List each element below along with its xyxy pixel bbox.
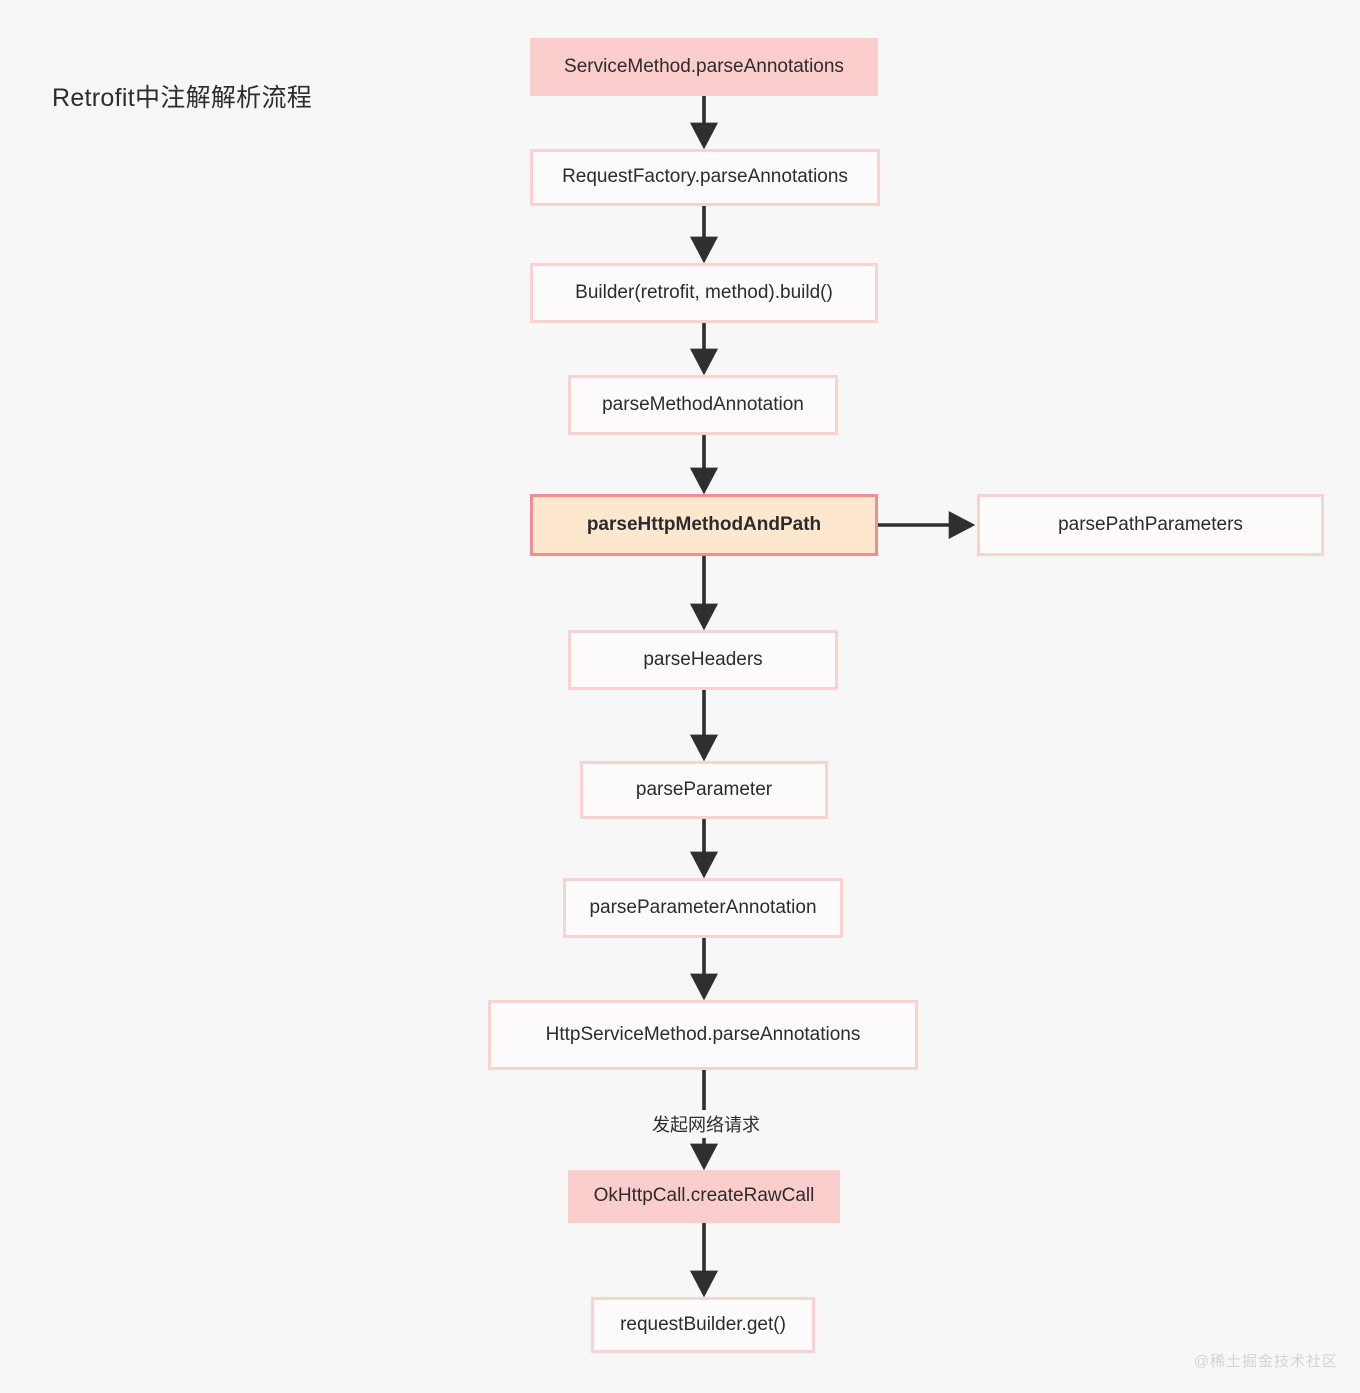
page-title: Retrofit中注解解析流程 [52,84,313,112]
edge-label-network-request: 发起网络请求 [645,1110,767,1138]
node-http-service-method-parse-annotations[interactable]: HttpServiceMethod.parseAnnotations [488,1000,918,1070]
node-parse-method-annotation[interactable]: parseMethodAnnotation [568,375,838,435]
node-label: Builder(retrofit, method).build() [575,281,833,303]
node-parse-http-method-and-path[interactable]: parseHttpMethodAndPath [530,494,878,556]
node-label: RequestFactory.parseAnnotations [562,166,848,188]
node-parse-parameter-annotation[interactable]: parseParameterAnnotation [563,878,843,938]
node-label: parseParameter [635,778,773,800]
node-label: parseParameterAnnotation [589,896,817,918]
watermark: @稀土掘金技术社区 [1193,1353,1338,1370]
node-label: parseHeaders [643,648,763,670]
node-label: ServiceMethod.parseAnnotations [564,55,844,77]
node-service-method-parse-annotations[interactable]: ServiceMethod.parseAnnotations [530,38,878,96]
node-label: parseHttpMethodAndPath [586,513,822,535]
node-builder-build[interactable]: Builder(retrofit, method).build() [530,263,878,323]
node-label: OkHttpCall.createRawCall [593,1185,815,1207]
node-label: parseMethodAnnotation [602,393,804,415]
node-label: HttpServiceMethod.parseAnnotations [545,1023,861,1045]
node-label: parsePathParameters [1058,513,1243,535]
node-okhttpcall-create-raw-call[interactable]: OkHttpCall.createRawCall [568,1170,840,1223]
node-parse-headers[interactable]: parseHeaders [568,630,838,690]
node-parse-parameter[interactable]: parseParameter [580,761,828,819]
node-request-builder-get[interactable]: requestBuilder.get() [591,1297,815,1353]
node-parse-path-parameters[interactable]: parsePathParameters [977,494,1324,556]
node-label: requestBuilder.get() [620,1313,786,1335]
node-request-factory-parse-annotations[interactable]: RequestFactory.parseAnnotations [530,149,880,206]
